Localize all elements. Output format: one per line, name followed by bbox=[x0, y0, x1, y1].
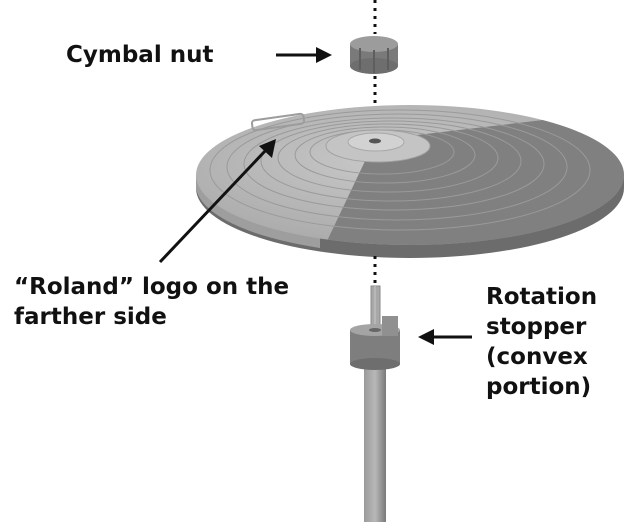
cymbal-nut bbox=[350, 36, 398, 74]
arrow-to-logo bbox=[158, 139, 276, 264]
rotation-stopper bbox=[350, 316, 400, 370]
arrow-to-cymbal-nut bbox=[276, 47, 332, 63]
cymbal bbox=[196, 105, 624, 258]
arrow-to-rotation-stopper bbox=[418, 329, 472, 345]
label-cymbal-nut: Cymbal nut bbox=[66, 42, 214, 68]
label-rotation-stopper: Rotation stopper (convex portion) bbox=[486, 284, 598, 400]
roland-logo-mark bbox=[250, 112, 306, 132]
label-roland-logo: “Roland” logo on the farther side bbox=[14, 274, 290, 330]
hihat-rod bbox=[364, 285, 386, 522]
